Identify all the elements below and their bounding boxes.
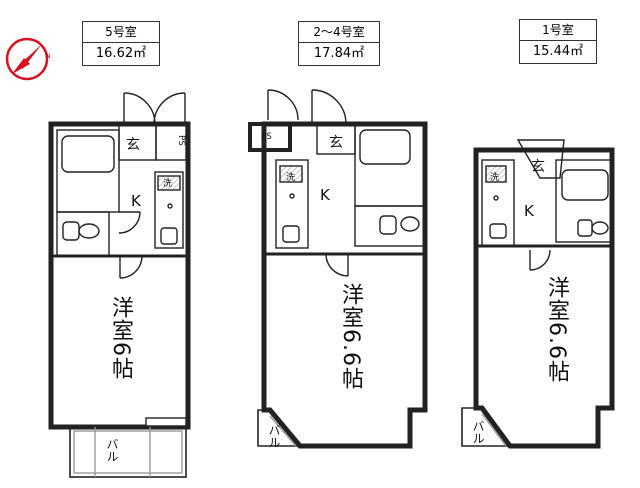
unit-1-area: 15.44㎡ bbox=[532, 44, 584, 59]
unit-5-room-label: 洋室6帖 bbox=[108, 296, 133, 380]
compass-north-label: N bbox=[46, 53, 51, 60]
unit-5-washer-label: 洗 bbox=[163, 179, 173, 189]
unit-1-label: 1号室 15.44㎡ bbox=[519, 19, 597, 64]
unit-5-plan bbox=[48, 92, 191, 478]
unit-2-4-washer-label: 洗 bbox=[286, 173, 296, 183]
unit-1-balcony-label: バル bbox=[471, 420, 485, 444]
unit-2-4-ps-label: PS bbox=[261, 132, 272, 142]
unit-5-ps-label: PS bbox=[176, 135, 186, 146]
unit-5-balcony-label: バル bbox=[105, 438, 119, 462]
unit-2-4-balcony-label: バル bbox=[267, 424, 281, 448]
unit-2-4-area: 17.84㎡ bbox=[313, 46, 365, 61]
unit-5-kitchen-label: K bbox=[131, 192, 141, 210]
unit-5-area: 16.62㎡ bbox=[95, 46, 147, 61]
unit-1-room-label: 洋室6.6帖 bbox=[544, 276, 569, 383]
unit-5-entrance-label: 玄 bbox=[126, 137, 140, 153]
unit-1-title: 1号室 bbox=[520, 20, 596, 41]
unit-1-washer-label: 洗 bbox=[490, 173, 500, 183]
unit-1-kitchen-label: K bbox=[524, 202, 534, 220]
unit-5-title: 5号室 bbox=[83, 22, 159, 43]
unit-2-4-entrance-label: 玄 bbox=[329, 135, 343, 151]
unit-1-entrance-label: 玄 bbox=[531, 159, 545, 175]
unit-2-4-kitchen-label: K bbox=[320, 186, 330, 204]
compass-icon bbox=[5, 37, 49, 81]
unit-5-label: 5号室 16.62㎡ bbox=[82, 21, 160, 66]
unit-2-4-plan bbox=[248, 89, 428, 449]
unit-2-4-label: 2〜4号室 17.84㎡ bbox=[298, 21, 380, 66]
unit-2-4-room-label: 洋室6.6帖 bbox=[338, 283, 363, 390]
unit-1-plan bbox=[461, 139, 615, 449]
unit-2-4-title: 2〜4号室 bbox=[299, 22, 379, 43]
